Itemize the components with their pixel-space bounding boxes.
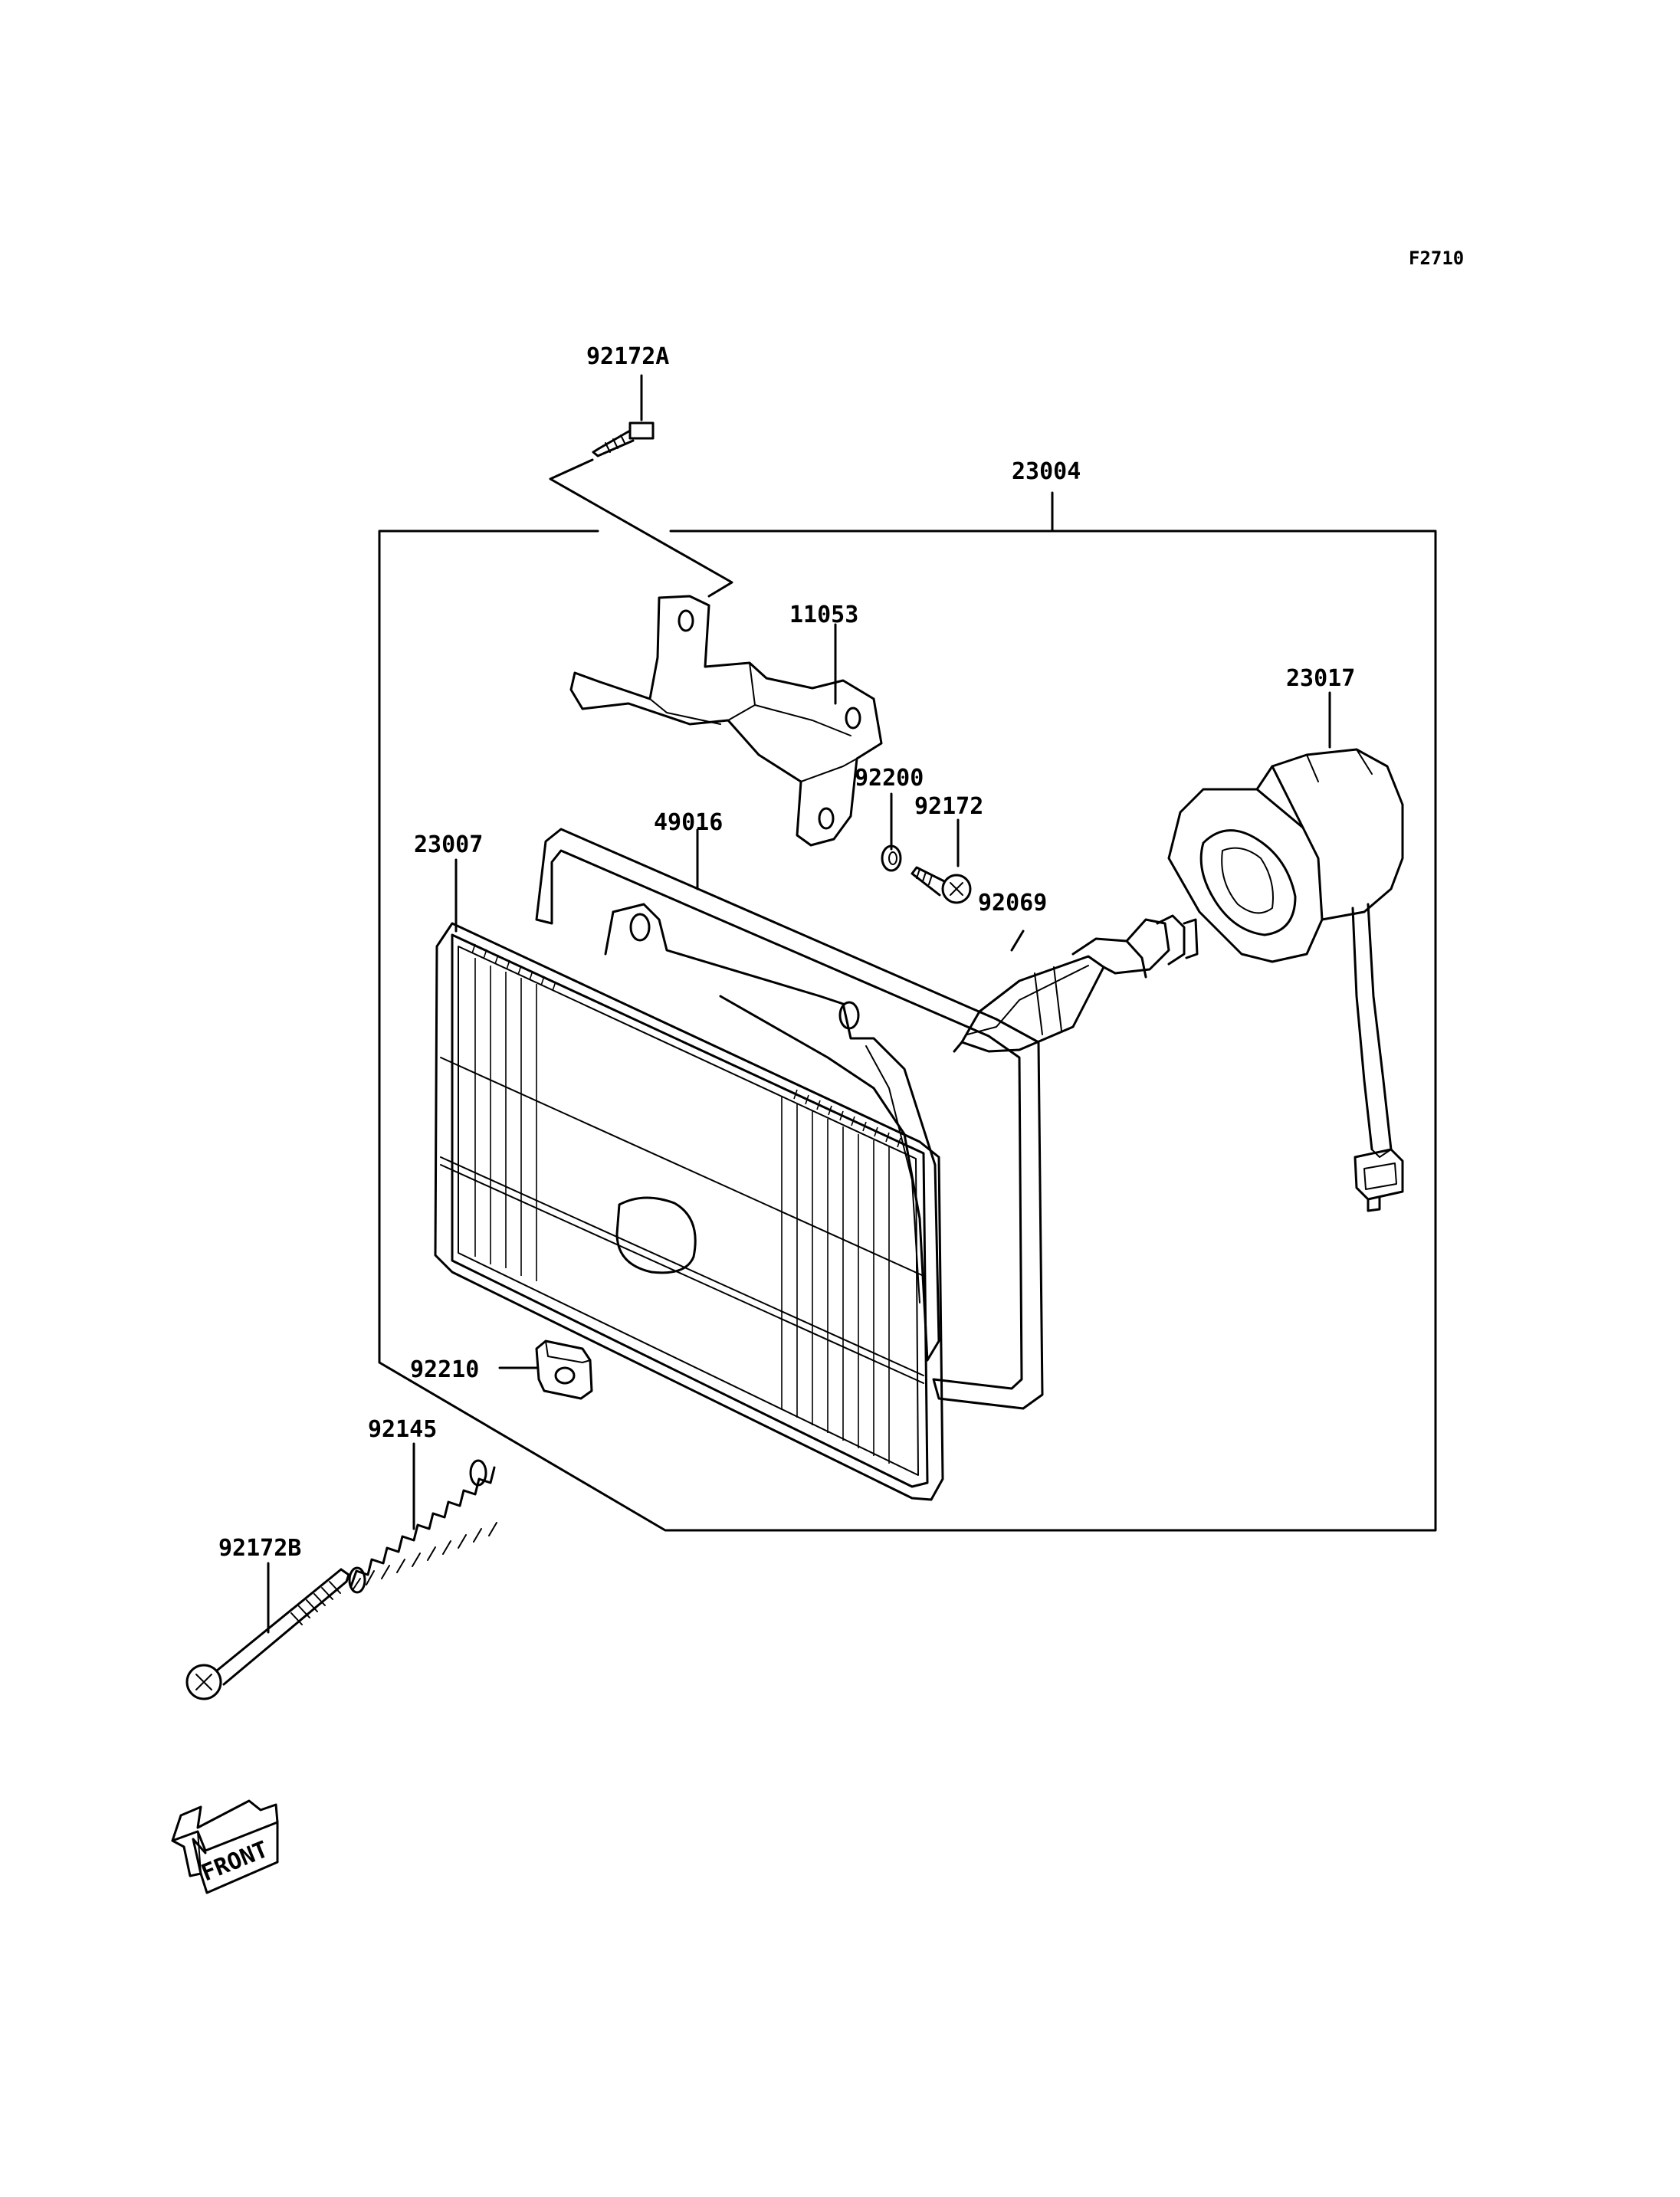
screw-92172A <box>592 421 655 457</box>
callout-92145: 92145 <box>368 1416 437 1443</box>
callout-23007: 23007 <box>414 831 483 858</box>
callout-92172A: 92172A <box>586 343 669 370</box>
gasket-49016 <box>535 828 1044 1410</box>
spring-92145 <box>348 1442 497 1594</box>
clip-92210 <box>498 1340 593 1400</box>
leader-92172A-bracket <box>549 458 733 598</box>
front-label: FRONT <box>198 1836 272 1887</box>
figure-code: F2710 <box>1409 248 1464 269</box>
callout-11053: 11053 <box>789 602 858 628</box>
callout-92210: 92210 <box>410 1356 479 1383</box>
callout-92069: 92069 <box>978 890 1047 917</box>
callout-92172: 92172 <box>914 793 983 820</box>
callout-92200: 92200 <box>855 765 924 792</box>
washer-92200 <box>881 792 902 872</box>
callout-92172B: 92172B <box>218 1535 301 1562</box>
callout-23004: 23004 <box>1012 458 1081 485</box>
lens-23007 <box>434 858 944 1501</box>
callout-23017: 23017 <box>1286 665 1355 692</box>
screw-92172 <box>911 818 972 904</box>
screw-92172B <box>185 1562 350 1700</box>
front-direction-arrow: FRONT <box>171 1799 279 1894</box>
assembly-frame <box>378 530 1437 1532</box>
socket-23017 <box>1167 691 1404 1212</box>
bracket-11053 <box>569 595 883 847</box>
callout-49016: 49016 <box>654 809 723 836</box>
bulb-92069 <box>953 914 1199 1053</box>
